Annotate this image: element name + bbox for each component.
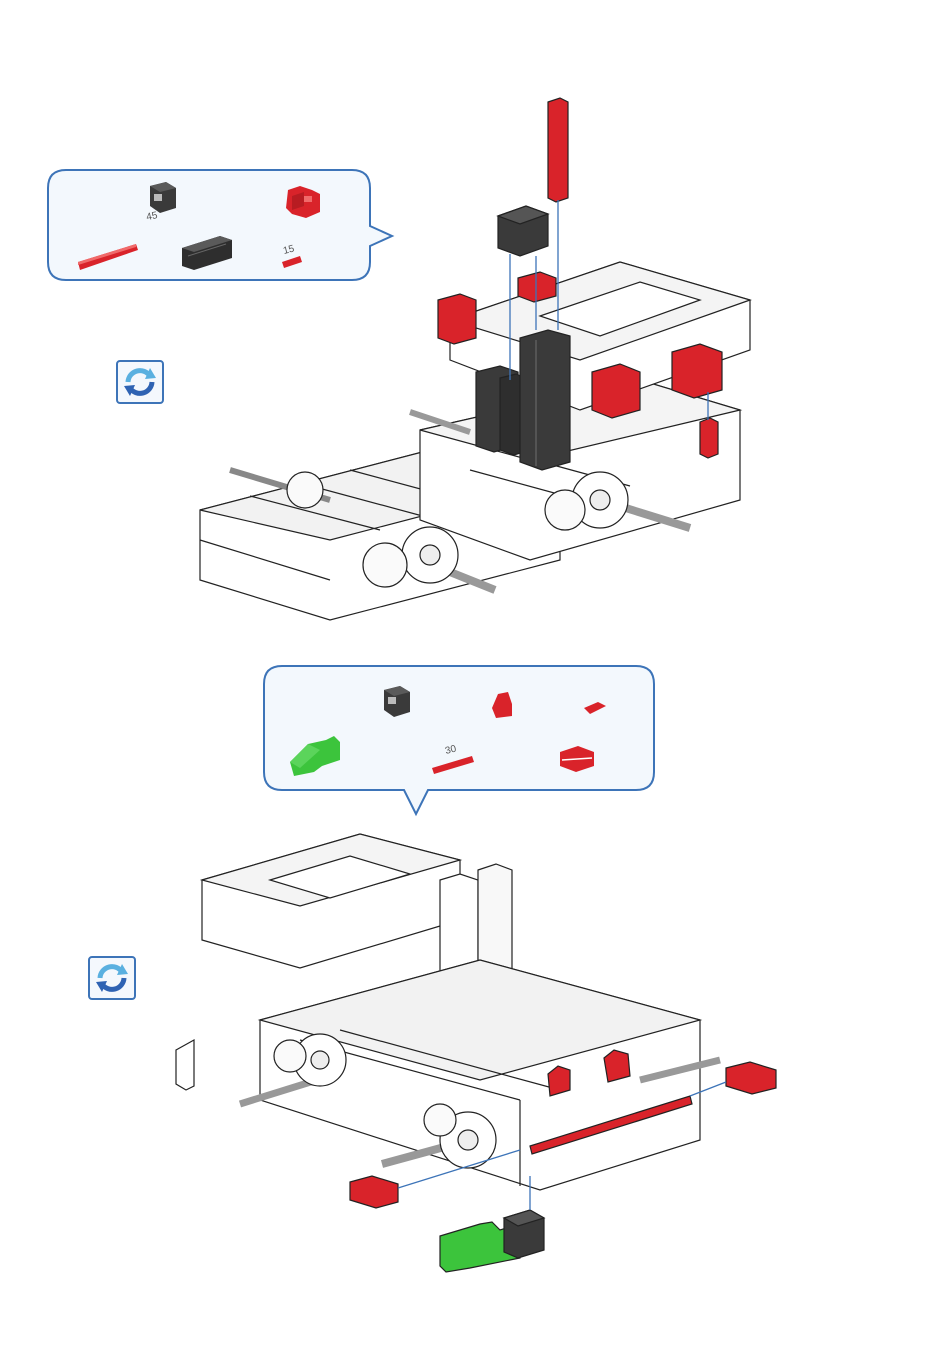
rotate-model-button-top[interactable] (116, 360, 164, 404)
rotate-model-button-bottom[interactable] (88, 956, 136, 1000)
part-black-block-bore-2 (384, 686, 410, 717)
part-black-block-bore (150, 182, 176, 213)
rotate-model-icon (90, 958, 134, 998)
parts-callout-top (48, 170, 392, 280)
rotate-model-icon (118, 362, 162, 402)
bottom-model-assembly (176, 834, 776, 1272)
parts-callout-bottom (264, 666, 654, 814)
